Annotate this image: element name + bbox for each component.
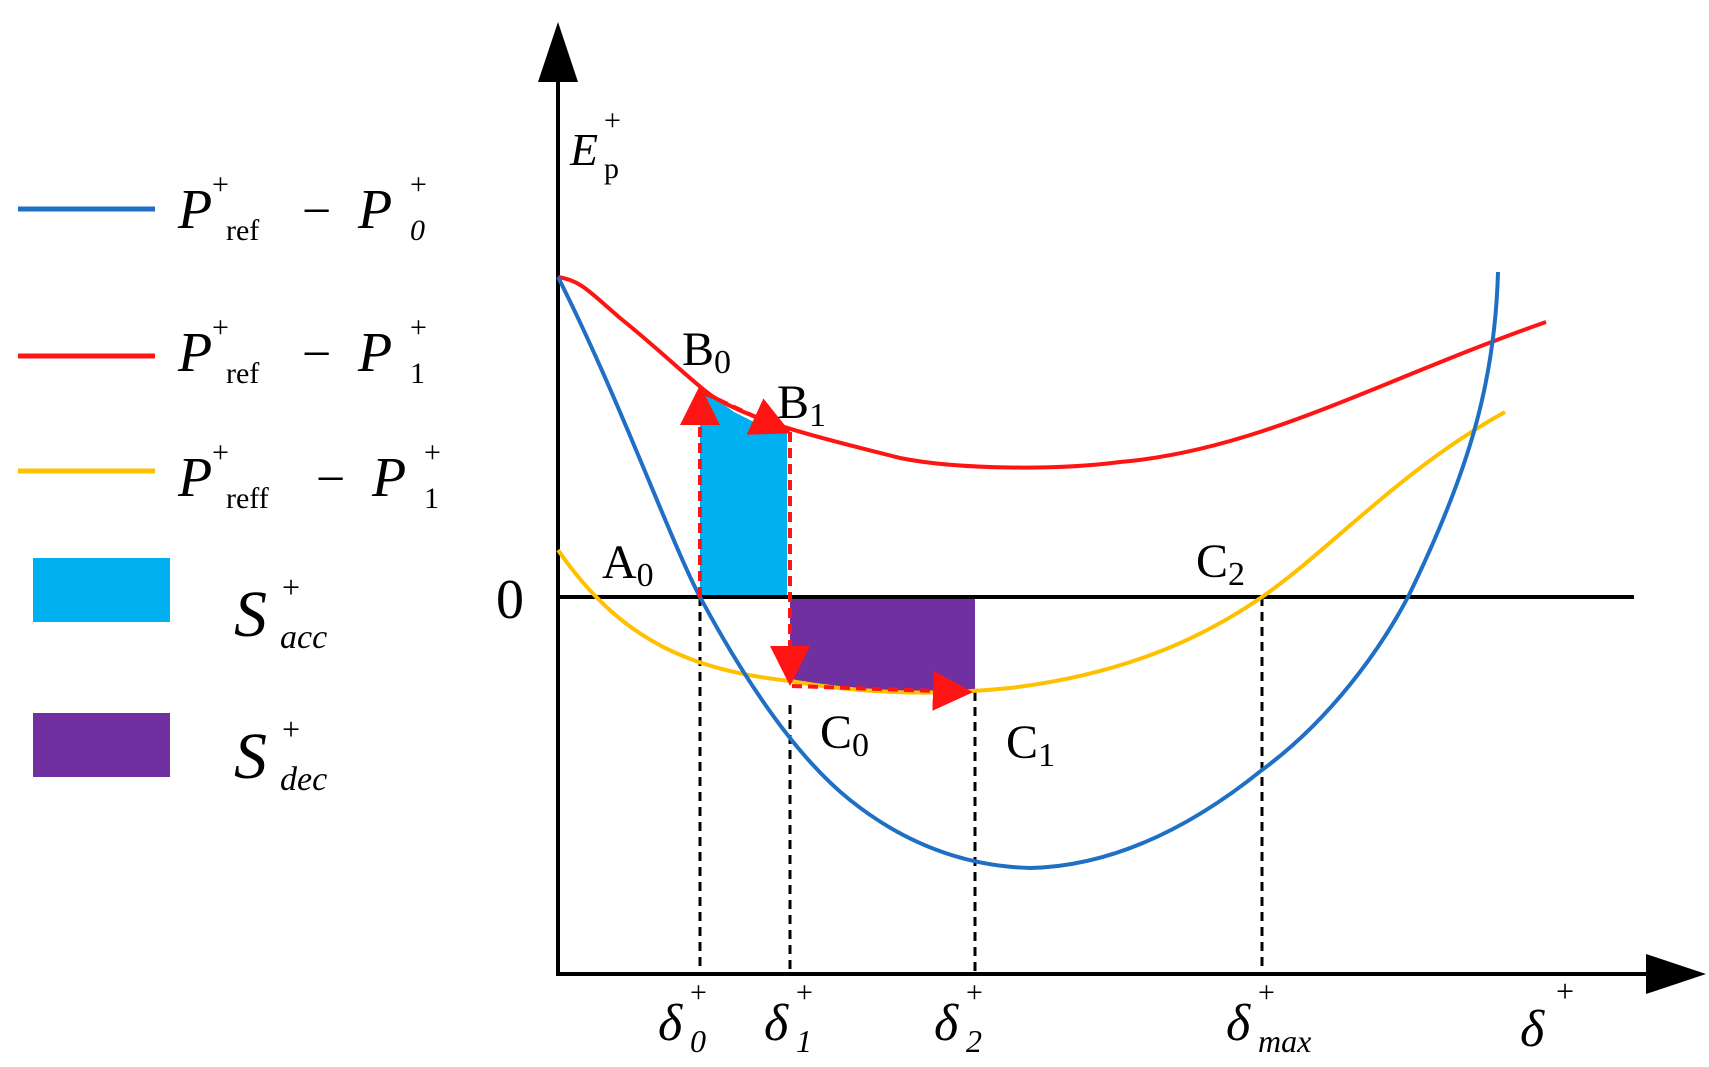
- y-axis-label: E: [569, 124, 598, 175]
- point-a0: A0: [602, 536, 654, 594]
- svg-text:+: +: [282, 569, 300, 605]
- y-axis-arrowhead: [538, 22, 578, 82]
- svg-text:−: −: [316, 451, 345, 508]
- svg-text:P: P: [177, 179, 212, 241]
- svg-text:+: +: [690, 976, 707, 1009]
- svg-text:P: P: [357, 322, 392, 384]
- svg-text:+: +: [1258, 976, 1275, 1009]
- svg-text:−: −: [302, 326, 331, 383]
- x-axis-arrowhead: [1646, 954, 1706, 994]
- s-dec-area: [790, 597, 975, 692]
- svg-text:P: P: [177, 322, 212, 384]
- svg-text:S: S: [234, 578, 267, 651]
- svg-text:dec: dec: [280, 761, 327, 798]
- tick-d0: δ + 0: [658, 976, 707, 1059]
- svg-text:+: +: [410, 311, 427, 344]
- svg-text:1: 1: [424, 482, 439, 515]
- svg-text:P: P: [177, 447, 212, 509]
- point-c1: C1: [1006, 716, 1055, 774]
- svg-text:2: 2: [966, 1023, 982, 1059]
- legend-label-acc: S + acc: [234, 569, 327, 656]
- svg-text:+: +: [212, 168, 229, 201]
- svg-text:ref: ref: [226, 214, 259, 247]
- svg-text:+: +: [212, 311, 229, 344]
- traj-b0-b1: [703, 391, 792, 435]
- tick-d1: δ + 1: [764, 976, 813, 1059]
- point-c0: C0: [820, 706, 869, 764]
- svg-text:+: +: [282, 711, 300, 747]
- svg-text:+: +: [424, 436, 441, 469]
- legend-label-blue: P + ref − P + 0: [177, 168, 427, 247]
- svg-text:S: S: [234, 720, 267, 793]
- svg-text:+: +: [966, 976, 983, 1009]
- legend-swatch-dec: [33, 713, 170, 777]
- legend: P + ref − P + 0 P + ref − P + 1 P + reff…: [18, 168, 441, 798]
- svg-text:+: +: [212, 436, 229, 469]
- svg-text:−: −: [302, 183, 331, 240]
- curve-red: [557, 275, 1547, 470]
- point-b1: B1: [777, 376, 826, 434]
- svg-text:max: max: [1258, 1023, 1311, 1059]
- tick-dmax: δ + max: [1226, 976, 1311, 1059]
- svg-text:acc: acc: [280, 619, 327, 656]
- legend-label-dec: S + dec: [234, 711, 327, 798]
- svg-text:0: 0: [690, 1023, 706, 1059]
- curve-blue: [556, 271, 1500, 871]
- svg-text:1: 1: [410, 357, 425, 390]
- svg-text:reff: reff: [226, 482, 269, 515]
- legend-label-red: P + ref − P + 1: [177, 311, 427, 390]
- svg-text:δ: δ: [1226, 995, 1251, 1052]
- y-axis-label-sub: p: [604, 152, 619, 185]
- svg-text:P: P: [357, 179, 392, 241]
- svg-text:P: P: [371, 447, 406, 509]
- svg-text:1: 1: [796, 1023, 812, 1059]
- x-axis-label: δ: [1520, 1001, 1545, 1058]
- svg-text:δ: δ: [658, 995, 683, 1052]
- x-axis-label-sup: +: [1556, 973, 1574, 1009]
- svg-text:+: +: [796, 976, 813, 1009]
- tick-d2: δ + 2: [934, 976, 983, 1059]
- legend-swatch-acc: [33, 558, 170, 622]
- svg-text:δ: δ: [934, 995, 959, 1052]
- svg-text:+: +: [410, 168, 427, 201]
- traj-c0-c1: [791, 670, 973, 711]
- svg-text:ref: ref: [226, 357, 259, 390]
- svg-text:δ: δ: [764, 995, 789, 1052]
- legend-label-yellow: P + reff − P + 1: [177, 436, 441, 515]
- y-axis-label-sup: +: [604, 104, 621, 137]
- zero-label: 0: [496, 569, 524, 631]
- svg-text:0: 0: [410, 214, 425, 247]
- curve-yellow: [556, 410, 1506, 695]
- point-c2: C2: [1196, 535, 1245, 593]
- s-acc-area: [700, 390, 787, 597]
- point-b0: B0: [682, 323, 731, 381]
